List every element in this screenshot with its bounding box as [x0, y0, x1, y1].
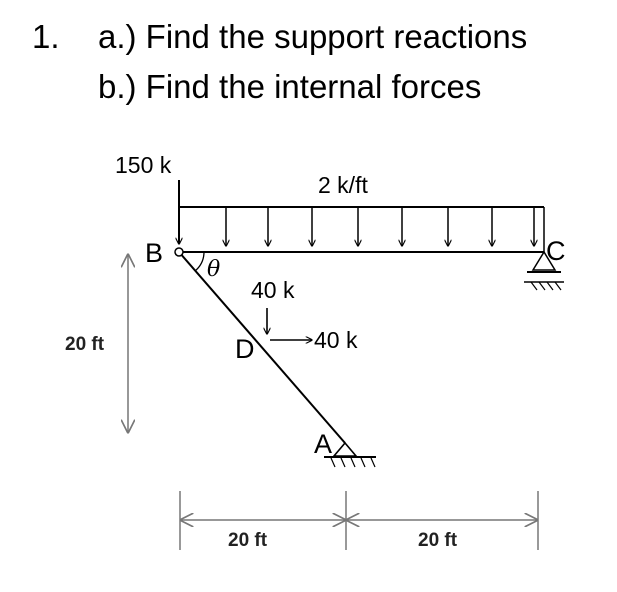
question-part-a: a.) Find the support reactions — [98, 18, 528, 55]
node-label-c: C — [546, 236, 566, 266]
node-label-b: B — [145, 238, 163, 268]
angle-label: θ — [207, 257, 220, 282]
dimension-label-right-span: 20 ft — [418, 530, 458, 551]
load-label-150k: 150 k — [115, 152, 172, 178]
problem-number: 1. — [32, 18, 60, 55]
roller-support-c — [524, 250, 564, 291]
pin-b — [174, 247, 184, 257]
member-ba — [178, 251, 346, 444]
question-part-b: b.) Find the internal forces — [98, 68, 482, 105]
node-label-d: D — [235, 334, 255, 364]
dimension-label-height: 20 ft — [65, 334, 105, 355]
distributed-load — [179, 206, 545, 252]
load-label-40k-horizontal: 40 k — [314, 327, 358, 353]
node-label-a: A — [314, 429, 332, 459]
load-label-40k-vertical: 40 k — [251, 277, 295, 303]
pin-support-a — [324, 441, 376, 468]
dimension-label-left-span: 20 ft — [228, 530, 268, 551]
angle-arc — [194, 251, 205, 272]
load-label-distributed: 2 k/ft — [318, 172, 368, 198]
